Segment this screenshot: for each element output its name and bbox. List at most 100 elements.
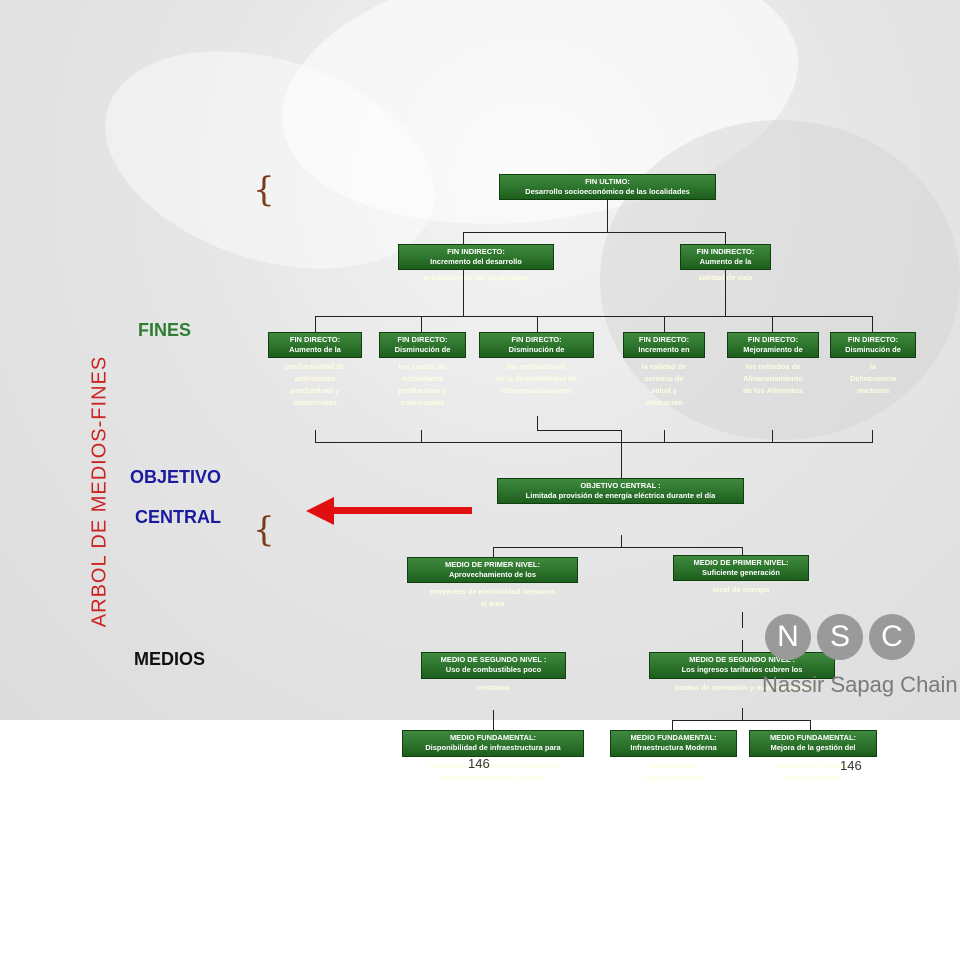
box-title: FIN DIRECTO: [289, 335, 341, 344]
box-text: Incremento en [638, 345, 690, 354]
red-arrow-shaft [330, 507, 472, 514]
box-overflow-text: productivas y [398, 386, 447, 395]
box-title: FIN ULTIMO: [585, 177, 630, 186]
box-text: Limitada provisión de energía eléctrica … [525, 491, 716, 500]
connector-line [537, 316, 538, 332]
box-overflow-text: local de energía [784, 773, 842, 782]
box-overflow-text: las restricciones [506, 362, 567, 371]
red-arrow-head-icon [306, 497, 334, 525]
box-overflow-text: actividades [294, 374, 336, 383]
box-overflow-text: proyectos de electricidad cercanos [429, 587, 556, 596]
box-text: Los ingresos tarifarios cubren los [681, 665, 803, 674]
connector-line [537, 430, 622, 431]
connector-line [493, 547, 743, 548]
medios-label: MEDIOS [134, 649, 206, 669]
connector-line [672, 720, 673, 730]
fin-directo-box: FIN DIRECTO: Aumento de la productividad… [268, 332, 362, 407]
page-number: 146 [840, 758, 862, 773]
box-title: FIN INDIRECTO: [447, 247, 505, 256]
connector-line [315, 442, 873, 443]
box-overflow-text: Almacenamiento [742, 374, 804, 383]
logo-name: Nassir Sapag Chain [762, 672, 958, 697]
fin-indirecto-box: FIN INDIRECTO: Incremento del desarrollo… [398, 244, 554, 282]
box-overflow-text: los costos de [398, 362, 447, 371]
connector-line [742, 708, 743, 720]
medio-segundo-nivel-box: MEDIO DE SEGUNDO NIVEL : Uso de combusti… [421, 652, 566, 692]
box-text: Desarrollo socioeconómico de las localid… [525, 187, 690, 196]
box-title: MEDIO DE SEGUNDO NIVEL : [689, 655, 795, 664]
connector-line [463, 232, 464, 244]
box-text: Mejoramiento de [743, 345, 803, 354]
box-title: FIN DIRECTO: [847, 335, 899, 344]
box-text: Mejora de la gestión del [770, 743, 856, 752]
box-overflow-text: costos de operación y mantenimiento [674, 683, 810, 692]
box-text: Aprovechamiento de los [448, 570, 537, 579]
box-overflow-text: de los Alimentos [743, 386, 803, 395]
connector-line [772, 430, 773, 442]
connector-line [872, 430, 873, 442]
box-text: Aumento de la [699, 257, 752, 266]
box-overflow-text: Delincuencia [849, 374, 897, 383]
medio-primer-nivel-box: MEDIO DE PRIMER NIVEL: Suficiente genera… [673, 555, 809, 594]
page-title: ARBOL DE MEDIOS-FINES [88, 355, 111, 628]
connector-line [607, 200, 608, 232]
box-overflow-text: productivas y [290, 386, 340, 395]
connector-line [621, 430, 622, 478]
box-overflow-text: interconectado más cercano [442, 773, 544, 782]
connector-line [421, 430, 422, 442]
box-overflow-text: productividad de [284, 362, 346, 371]
connector-line [742, 612, 743, 628]
box-text: Disponibilidad de infraestructura para [425, 743, 561, 752]
objetivo-central-box: OBJETIVO CENTRAL : Limitada provisión de… [497, 478, 744, 504]
box-title: MEDIO DE SEGUNDO NIVEL : [440, 655, 547, 664]
connector-line [493, 547, 494, 557]
box-overflow-text: al área [480, 599, 505, 608]
fin-indirecto-box: FIN INDIRECTO: Aumento de la calidad de … [680, 244, 771, 282]
connector-line [742, 547, 743, 555]
box-title: FIN DIRECTO: [638, 335, 690, 344]
logo-letter-s: S [817, 614, 863, 660]
box-overflow-text: servicio de [644, 374, 684, 383]
connector-line [315, 430, 316, 442]
box-overflow-text: local de energía [712, 585, 770, 594]
connector-line [742, 640, 743, 652]
brace-icon: { [253, 170, 275, 210]
brace-icon: { [253, 510, 275, 550]
connector-line [872, 316, 873, 332]
medio-primer-nivel-box: MEDIO DE PRIMER NIVEL: Aprovechamiento d… [407, 557, 578, 608]
box-text: Aumento de la [289, 345, 341, 354]
objetivo-label: OBJETIVO [130, 467, 222, 487]
box-overflow-text: educación [645, 398, 683, 407]
medio-fundamental-box: MEDIO FUNDAMENTAL: Mejora de la gestión … [749, 730, 877, 782]
box-overflow-text: salud y [651, 386, 677, 395]
box-overflow-text: los métodos de [745, 362, 801, 371]
box-overflow-text: costosos [477, 683, 510, 692]
fin-directo-box: FIN DIRECTO: Mejoramiento de los métodos… [727, 332, 819, 395]
fines-label: FINES [138, 320, 192, 340]
box-overflow-text: en la disponibilidad de [496, 374, 577, 383]
fin-directo-box: FIN DIRECTO: Disminución de los costos d… [379, 332, 466, 407]
box-overflow-text: calidad de vida [698, 273, 753, 282]
box-overflow-text: la [869, 362, 877, 371]
page-number: 146 [468, 756, 490, 771]
box-title: FIN DIRECTO: [397, 335, 448, 344]
connector-line [772, 316, 773, 332]
box-overflow-text: operador de la planta [775, 761, 851, 770]
medio-segundo-nivel-box: MEDIO DE SEGUNDO NIVEL : Los ingresos ta… [649, 652, 835, 692]
box-overflow-text: Actividades [401, 374, 444, 383]
box-overflow-text: la calidad de [641, 362, 687, 371]
background-swirl [600, 120, 960, 440]
connector-line [810, 720, 811, 730]
box-title: MEDIO DE PRIMER NIVEL: [444, 560, 540, 569]
fin-ultimo-box: FIN ULTIMO: Desarrollo socioeconómico de… [499, 174, 716, 200]
box-text: Uso de combustibles poco [445, 665, 542, 674]
connector-line [493, 710, 494, 730]
box-overflow-text: nocturna [856, 386, 890, 395]
box-overflow-text: telecomunicaciones [500, 386, 573, 395]
box-title: MEDIO DE PRIMER NIVEL: [693, 558, 789, 567]
connector-line [672, 720, 810, 721]
box-title: MEDIO FUNDAMENTAL: [449, 733, 537, 742]
box-text: Disminución de [508, 345, 565, 354]
logo-letter-n: N [765, 614, 811, 660]
box-title: OBJETIVO CENTRAL : [580, 481, 661, 490]
